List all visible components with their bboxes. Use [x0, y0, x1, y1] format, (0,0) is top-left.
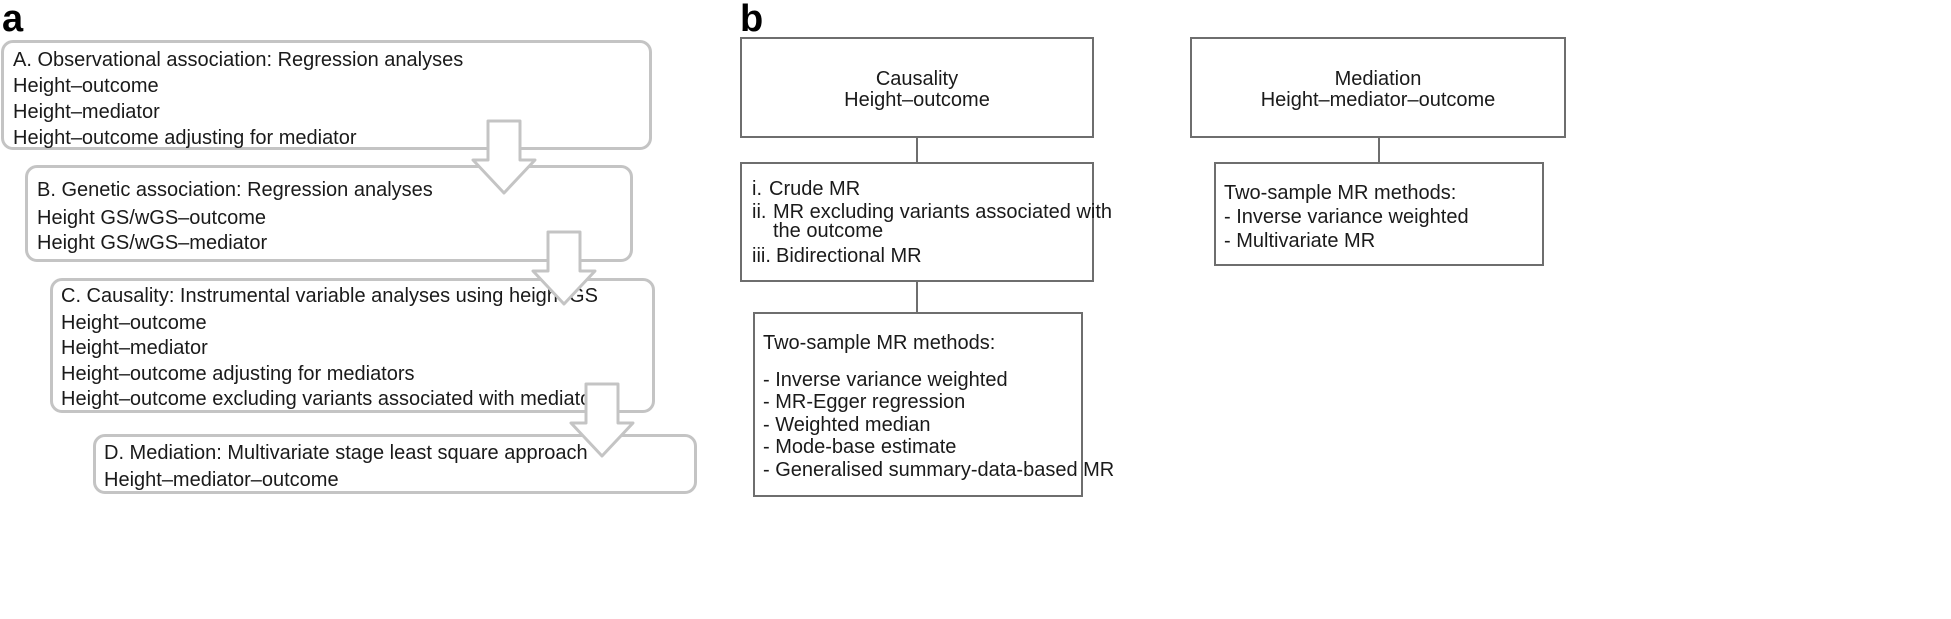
- analysis-label: Crude MR: [769, 178, 861, 200]
- analysis-label: MR excluding variants associated with: [773, 201, 1113, 223]
- box-b-title: B. Genetic association: Regression analy…: [37, 179, 433, 201]
- analysis-number: ii.: [752, 201, 767, 223]
- box-a-item: Height–outcome adjusting for mediator: [13, 127, 357, 149]
- method-item: - Inverse variance weighted: [1224, 206, 1469, 228]
- methods-title: Two-sample MR methods:: [763, 332, 996, 354]
- method-item: - Weighted median: [763, 414, 931, 436]
- box-c-item: Height–outcome: [61, 312, 207, 334]
- box-a-item: Height–outcome: [13, 75, 159, 97]
- genetic-association-box: [25, 165, 633, 262]
- causality-analyses-box: [740, 162, 1094, 282]
- box-a-item: Height–mediator: [13, 101, 160, 123]
- method-item: - MR-Egger regression: [763, 391, 966, 413]
- method-item: - Mode-base estimate: [763, 436, 957, 458]
- connector-line: [916, 282, 918, 312]
- causality-title: Causality: [875, 68, 959, 90]
- methods-title: Two-sample MR methods:: [1224, 182, 1457, 204]
- panel-a-label: a: [2, 0, 24, 40]
- mediation-methods-box: [1214, 162, 1544, 266]
- causality-methods-box: [753, 312, 1083, 497]
- connector-line: [916, 138, 918, 162]
- box-b-item: Height GS/wGS–mediator: [37, 232, 268, 254]
- causality-header-box: [740, 37, 1094, 138]
- mediation-subtitle: Height–mediator–outcome: [1260, 89, 1496, 111]
- down-arrow-icon: [471, 119, 537, 195]
- down-arrow-icon: [531, 230, 597, 306]
- mediation-header-box: [1190, 37, 1566, 138]
- causality-subtitle: Height–outcome: [844, 89, 990, 111]
- observational-association-box: [1, 40, 652, 150]
- box-a-title: A. Observational association: Regression…: [13, 49, 464, 71]
- box-c-item: Height–outcome excluding variants associ…: [61, 388, 608, 410]
- mediation-title: Mediation: [1334, 68, 1422, 90]
- analysis-label: the outcome: [773, 220, 884, 242]
- box-d-title: D. Mediation: Multivariate stage least s…: [104, 442, 588, 464]
- analysis-label: Bidirectional MR: [776, 245, 922, 267]
- box-b-item: Height GS/wGS–outcome: [37, 207, 266, 229]
- connector-line: [1378, 138, 1380, 162]
- analysis-number: iii.: [752, 245, 771, 267]
- down-arrow-icon: [569, 382, 635, 458]
- box-d-item: Height–mediator–outcome: [104, 469, 339, 491]
- box-c-item: Height–mediator: [61, 337, 208, 359]
- method-item: - Multivariate MR: [1224, 230, 1376, 252]
- box-c-title: C. Causality: Instrumental variable anal…: [61, 285, 598, 307]
- causality-box: [50, 278, 655, 413]
- method-item: - Inverse variance weighted: [763, 369, 1008, 391]
- panel-b-label: b: [740, 0, 764, 40]
- method-item: - Generalised summary-data-based MR: [763, 459, 1115, 481]
- analysis-number: i.: [752, 178, 762, 200]
- box-c-item: Height–outcome adjusting for mediators: [61, 363, 415, 385]
